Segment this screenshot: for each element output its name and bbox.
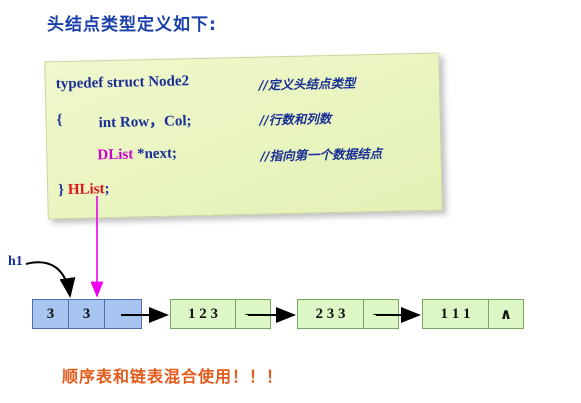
- pointer-label-h1: h1: [8, 254, 23, 269]
- data-node-1-values: 1 2 3: [170, 299, 236, 329]
- data-node-3-null: ∧: [488, 299, 524, 329]
- head-node-col: 3: [68, 299, 105, 329]
- footer-note: 顺序表和链表混合使用！！！: [62, 367, 284, 386]
- data-node-3-values: 1 1 1: [422, 299, 489, 329]
- data-node-2-values: 2 3 3: [297, 299, 364, 329]
- h1-arrow: [25, 261, 76, 298]
- head-node-row: 3: [32, 299, 69, 329]
- heading: 头结点类型定义如下:: [47, 15, 217, 35]
